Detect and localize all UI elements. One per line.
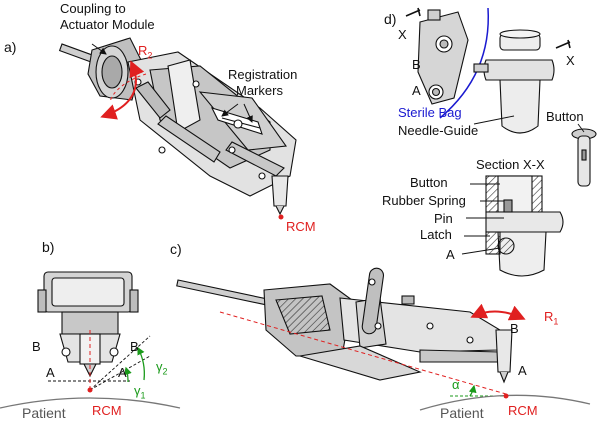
panel-d-needle-guide	[473, 29, 555, 134]
rcm-label-b: RCM	[92, 403, 122, 418]
latch-label: Latch	[420, 227, 452, 242]
label-a-right: A	[118, 365, 127, 380]
label-b-left: B	[32, 339, 41, 354]
section-button-label: Button	[410, 175, 448, 190]
label-b-right: B	[130, 339, 139, 354]
label-a-left: A	[46, 365, 55, 380]
r1-label: R1	[544, 309, 559, 327]
x-label-1: X	[398, 27, 407, 42]
panel-b-device	[37, 271, 139, 378]
section-label: Section X-X	[476, 157, 545, 172]
panel-d-label: d)	[384, 11, 397, 27]
panel-b-label: b)	[42, 239, 55, 255]
rubber-spring-label: Rubber Spring	[382, 193, 466, 208]
gamma2-label: γ2	[156, 359, 168, 377]
panel-d-bracket	[417, 9, 469, 105]
registration-label-line2: Markers	[236, 83, 283, 98]
panel-a-device	[58, 37, 297, 216]
panel-c-device	[176, 267, 513, 384]
panel-d-section	[485, 175, 564, 277]
x-label-2: X	[566, 53, 575, 68]
gamma1-label: γ1	[134, 383, 146, 401]
panel-c-label: c)	[170, 241, 182, 257]
patient-label-b: Patient	[22, 405, 66, 421]
pin-label: Pin	[434, 211, 453, 226]
rcm-label-c: RCM	[508, 403, 538, 418]
registration-label-line1: Registration	[228, 67, 298, 82]
label-a-d: A	[412, 83, 421, 98]
patient-label-c: Patient	[440, 405, 484, 421]
section-a-label: A	[446, 247, 455, 262]
panel-d-button	[571, 128, 597, 187]
sterile-bag-label: Sterile Bag	[398, 105, 462, 120]
needle-guide-label: Needle-Guide	[398, 123, 479, 138]
rcm-label-a: RCM	[286, 219, 316, 234]
label-b-c: B	[510, 321, 519, 336]
r2-label: R2	[138, 43, 153, 61]
label-b-d: B	[412, 57, 421, 72]
button-label: Button	[546, 109, 584, 124]
panel-a-label: a)	[4, 39, 17, 55]
label-a-c: A	[518, 363, 527, 378]
alpha-label: α	[452, 377, 460, 392]
coupling-label-line2: Actuator Module	[60, 17, 155, 32]
coupling-label-line1: Coupling to	[60, 1, 126, 16]
